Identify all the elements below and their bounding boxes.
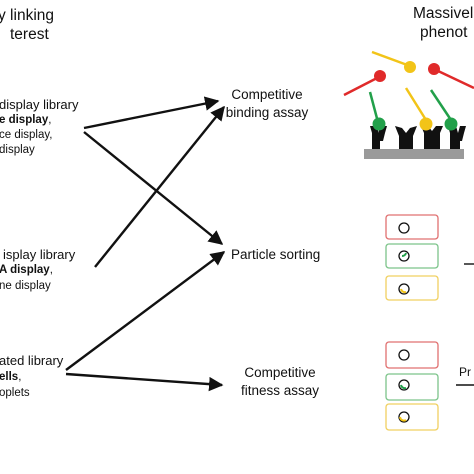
receptor-2 xyxy=(395,126,417,149)
library-1-title: display library xyxy=(0,97,79,112)
library-3-title: ated library xyxy=(0,353,64,368)
fitness-box-red xyxy=(385,341,439,369)
ligand-red-free-1 xyxy=(374,70,386,82)
library-2-line3: ne display xyxy=(0,280,51,292)
receptor-3 xyxy=(421,126,443,149)
arrow-lib3-fitness xyxy=(65,372,224,392)
sorting-particle-1 xyxy=(398,222,410,234)
binding-surface xyxy=(364,149,464,159)
assay-fitness-line2: fitness assay xyxy=(240,383,320,398)
fitness-boxes xyxy=(385,341,439,431)
right-header-line1: Massivel xyxy=(413,5,474,22)
fitness-box-yellow xyxy=(385,403,439,431)
sorting-box-green xyxy=(385,243,439,269)
arrow-lib2-binding xyxy=(94,105,225,268)
receptor-1 xyxy=(370,126,387,149)
arrow-lib1-binding xyxy=(83,96,220,130)
right-partial-label: Pr xyxy=(459,365,471,379)
left-header-line1: y linking xyxy=(0,7,54,24)
ligand-red-free-2 xyxy=(428,63,440,75)
ligand-green-bound-2 xyxy=(444,117,458,131)
ligand-yellow-bound xyxy=(419,117,433,131)
arrow-lib3-sorting xyxy=(65,251,226,371)
sorting-boxes xyxy=(385,214,439,301)
library-3-method: ells, xyxy=(0,371,22,383)
assay-binding-line2: binding assay xyxy=(225,105,309,120)
library-1-line4: display xyxy=(0,144,35,156)
fitness-box-green xyxy=(385,373,439,401)
fitness-particle-1 xyxy=(398,349,410,361)
library-2-method: A display, xyxy=(0,264,53,276)
library-3-line3: oplets xyxy=(0,387,30,399)
assay-particle-sorting: Particle sorting xyxy=(231,247,321,262)
receptor-4 xyxy=(448,126,466,149)
left-header-line2: terest xyxy=(10,26,49,43)
binding-illustration xyxy=(343,50,474,159)
ligand-green-bound-1 xyxy=(372,117,386,131)
sorting-box-yellow xyxy=(385,275,439,301)
assay-binding-line1: Competitive xyxy=(231,87,303,102)
assay-fitness-line1: Competitive xyxy=(244,365,316,380)
library-2-title: isplay library xyxy=(3,247,76,262)
library-1-line3: ce display, xyxy=(0,129,53,141)
right-header-line2: phenot xyxy=(420,24,468,41)
ligand-yellow-free xyxy=(404,61,416,73)
arrow-lib1-sorting xyxy=(83,131,224,245)
sorting-box-red xyxy=(385,214,439,240)
library-1-method: e display, xyxy=(0,114,52,126)
